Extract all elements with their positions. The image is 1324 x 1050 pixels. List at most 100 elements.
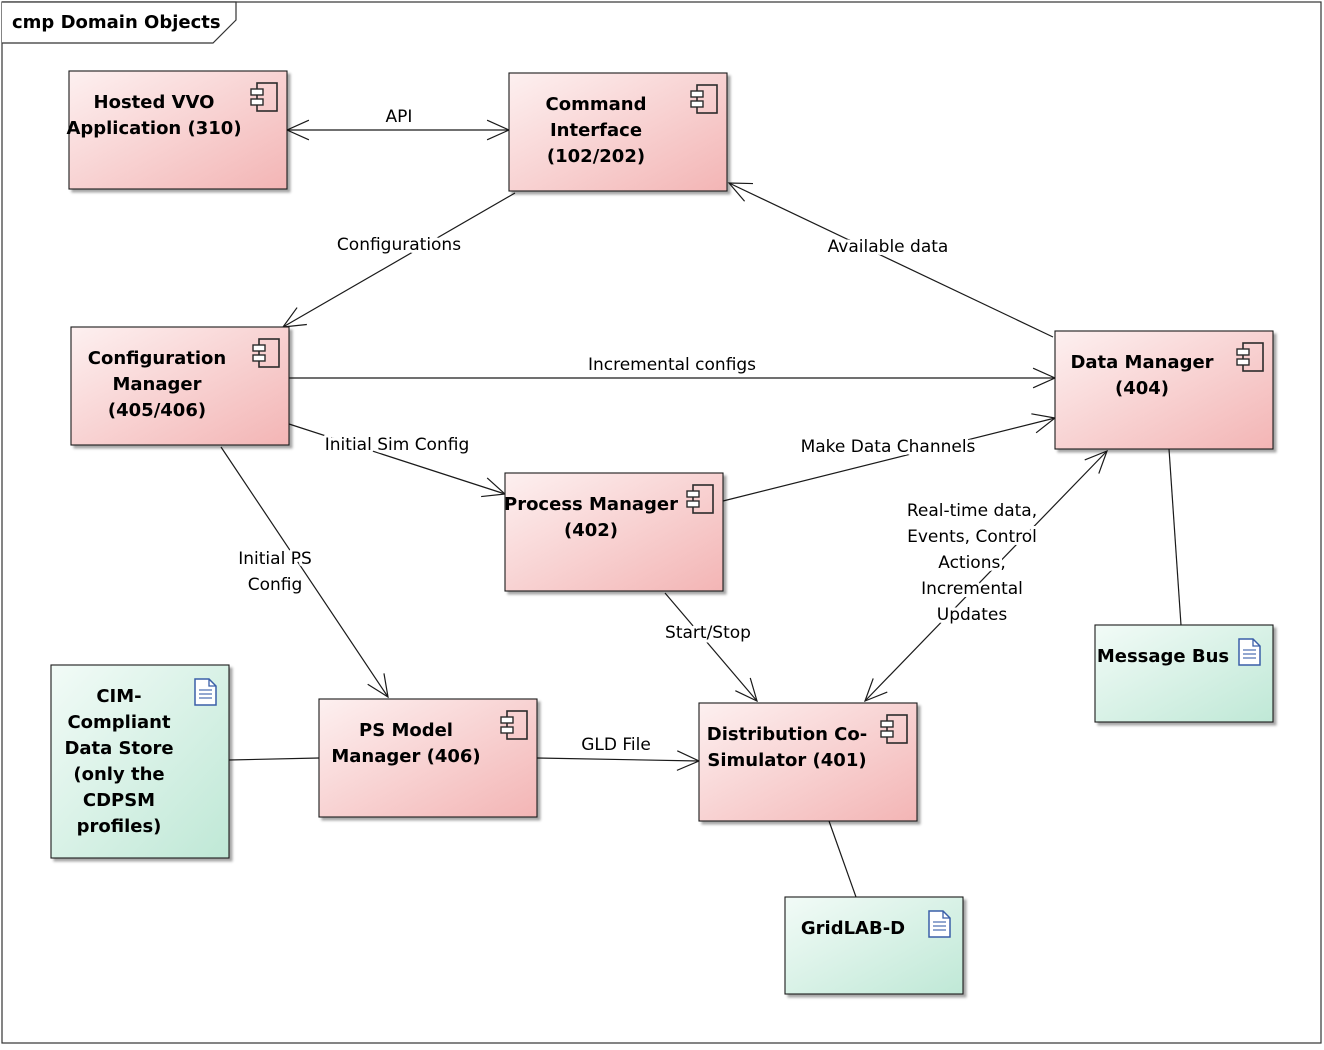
node-label: PS Model bbox=[359, 720, 453, 741]
connector-label-text: Updates bbox=[937, 605, 1008, 625]
component-port-icon bbox=[252, 354, 266, 362]
label-start-stop: Start/Stop bbox=[662, 620, 754, 646]
node-label: Simulator (401) bbox=[707, 750, 866, 771]
connector-label-text: Initial PS bbox=[238, 549, 312, 569]
label-api: API bbox=[386, 107, 413, 127]
node-data-manager[interactable]: Data Manager (404) bbox=[1054, 330, 1274, 450]
connector-line bbox=[728, 182, 1054, 338]
node-label: Application (310) bbox=[66, 118, 241, 139]
component-icon bbox=[886, 714, 908, 744]
component-icon bbox=[258, 338, 280, 368]
node-hosted-vvo[interactable]: Hosted VVO Application (310) bbox=[66, 70, 288, 190]
connector-line bbox=[1168, 448, 1182, 626]
label-gld-file: GLD File bbox=[581, 735, 651, 755]
node-label: (405/406) bbox=[108, 400, 206, 421]
node-box bbox=[1094, 624, 1274, 723]
node-label: Manager bbox=[113, 374, 202, 395]
node-label: Message Bus bbox=[1097, 646, 1229, 667]
connector-gld-link bbox=[828, 820, 857, 898]
node-label: GridLAB-D bbox=[801, 918, 905, 939]
component-port-icon bbox=[250, 98, 264, 106]
label-make-data-channels: Make Data Channels bbox=[798, 434, 979, 460]
connector-label-text: Real-time data, bbox=[907, 501, 1037, 521]
document-fold-icon bbox=[942, 911, 950, 919]
node-label: profiles) bbox=[77, 816, 162, 837]
connector-label-text: Actions, bbox=[938, 553, 1006, 573]
connector-cim-link bbox=[228, 757, 320, 761]
component-port-icon bbox=[686, 490, 700, 498]
connector-label-text: Events, Control bbox=[907, 527, 1037, 547]
node-process-manager[interactable]: Process Manager(402) bbox=[504, 472, 724, 592]
label-incremental-configs: Incremental configs bbox=[585, 352, 759, 378]
document-icon bbox=[1238, 638, 1261, 666]
connector-label-text: Incremental bbox=[921, 579, 1023, 599]
component-icon bbox=[692, 484, 714, 514]
connector-start-stop bbox=[664, 592, 758, 703]
node-label: CDPSM bbox=[83, 790, 155, 811]
node-label: Data Manager bbox=[1070, 352, 1213, 373]
node-label: CIM- bbox=[96, 686, 141, 707]
document-icon bbox=[194, 678, 217, 706]
arrowhead-icon bbox=[1084, 449, 1109, 474]
node-distribution-cosim[interactable]: Distribution Co- Simulator (401) bbox=[698, 702, 918, 822]
connector-labels: API Configurations Available dataIncrement… bbox=[235, 107, 1040, 755]
connector-line bbox=[220, 446, 389, 698]
connector-label-text: GLD File bbox=[581, 735, 651, 755]
node-label: Command bbox=[546, 94, 647, 115]
connector-label-text: Config bbox=[248, 575, 303, 595]
label-initial-ps-config: Initial PS Config bbox=[235, 546, 315, 598]
node-gridlabd[interactable]: GridLAB-D bbox=[784, 896, 964, 995]
component-port-icon bbox=[1236, 348, 1250, 356]
component-icon bbox=[1242, 342, 1264, 372]
connector-label-text: Initial Sim Config bbox=[325, 435, 469, 455]
arrowhead-icon bbox=[863, 678, 888, 703]
node-message-bus[interactable]: Message Bus bbox=[1094, 624, 1274, 723]
node-label: Compliant bbox=[67, 712, 171, 733]
connector-line bbox=[228, 757, 320, 761]
node-label: Distribution Co- bbox=[707, 724, 867, 745]
component-icon bbox=[256, 82, 278, 112]
component-port-icon bbox=[252, 344, 266, 352]
component-port-icon bbox=[690, 100, 704, 108]
label-configurations: Configurations bbox=[334, 232, 464, 258]
document-icon bbox=[928, 910, 951, 938]
connector-label-text: Incremental configs bbox=[588, 355, 756, 375]
component-port-icon bbox=[880, 730, 894, 738]
component-port-icon bbox=[500, 726, 514, 734]
connector-line bbox=[828, 820, 857, 898]
component-port-icon bbox=[686, 500, 700, 508]
connector-realtime-data bbox=[863, 449, 1109, 703]
node-label: Configuration bbox=[88, 348, 226, 369]
node-label: Manager (406) bbox=[331, 746, 480, 767]
connector-label-text: Available data bbox=[828, 237, 949, 257]
connector-line bbox=[282, 192, 516, 328]
document-fold-icon bbox=[208, 679, 216, 687]
component-icon bbox=[696, 84, 718, 114]
component-port-icon bbox=[500, 716, 514, 724]
connector-line bbox=[536, 757, 700, 762]
component-icon bbox=[506, 710, 528, 740]
node-label: (102/202) bbox=[547, 146, 645, 167]
arrowhead-icon bbox=[367, 673, 389, 699]
component-port-icon bbox=[1236, 358, 1250, 366]
connector-label-text: Make Data Channels bbox=[801, 437, 976, 457]
connector-label-text: Start/Stop bbox=[665, 623, 751, 643]
connector-label-text: Configurations bbox=[337, 235, 461, 255]
label-available-data: Available data bbox=[825, 234, 952, 260]
connector-line bbox=[864, 450, 1108, 702]
connector-available-data bbox=[727, 182, 1054, 338]
connector-line bbox=[664, 592, 758, 702]
node-label: Hosted VVO bbox=[94, 92, 215, 113]
node-label: Data Store bbox=[64, 738, 173, 759]
component-port-icon bbox=[690, 90, 704, 98]
component-port-icon bbox=[880, 720, 894, 728]
node-label: (404) bbox=[1115, 378, 1169, 399]
connector-bus-link bbox=[1168, 448, 1182, 626]
